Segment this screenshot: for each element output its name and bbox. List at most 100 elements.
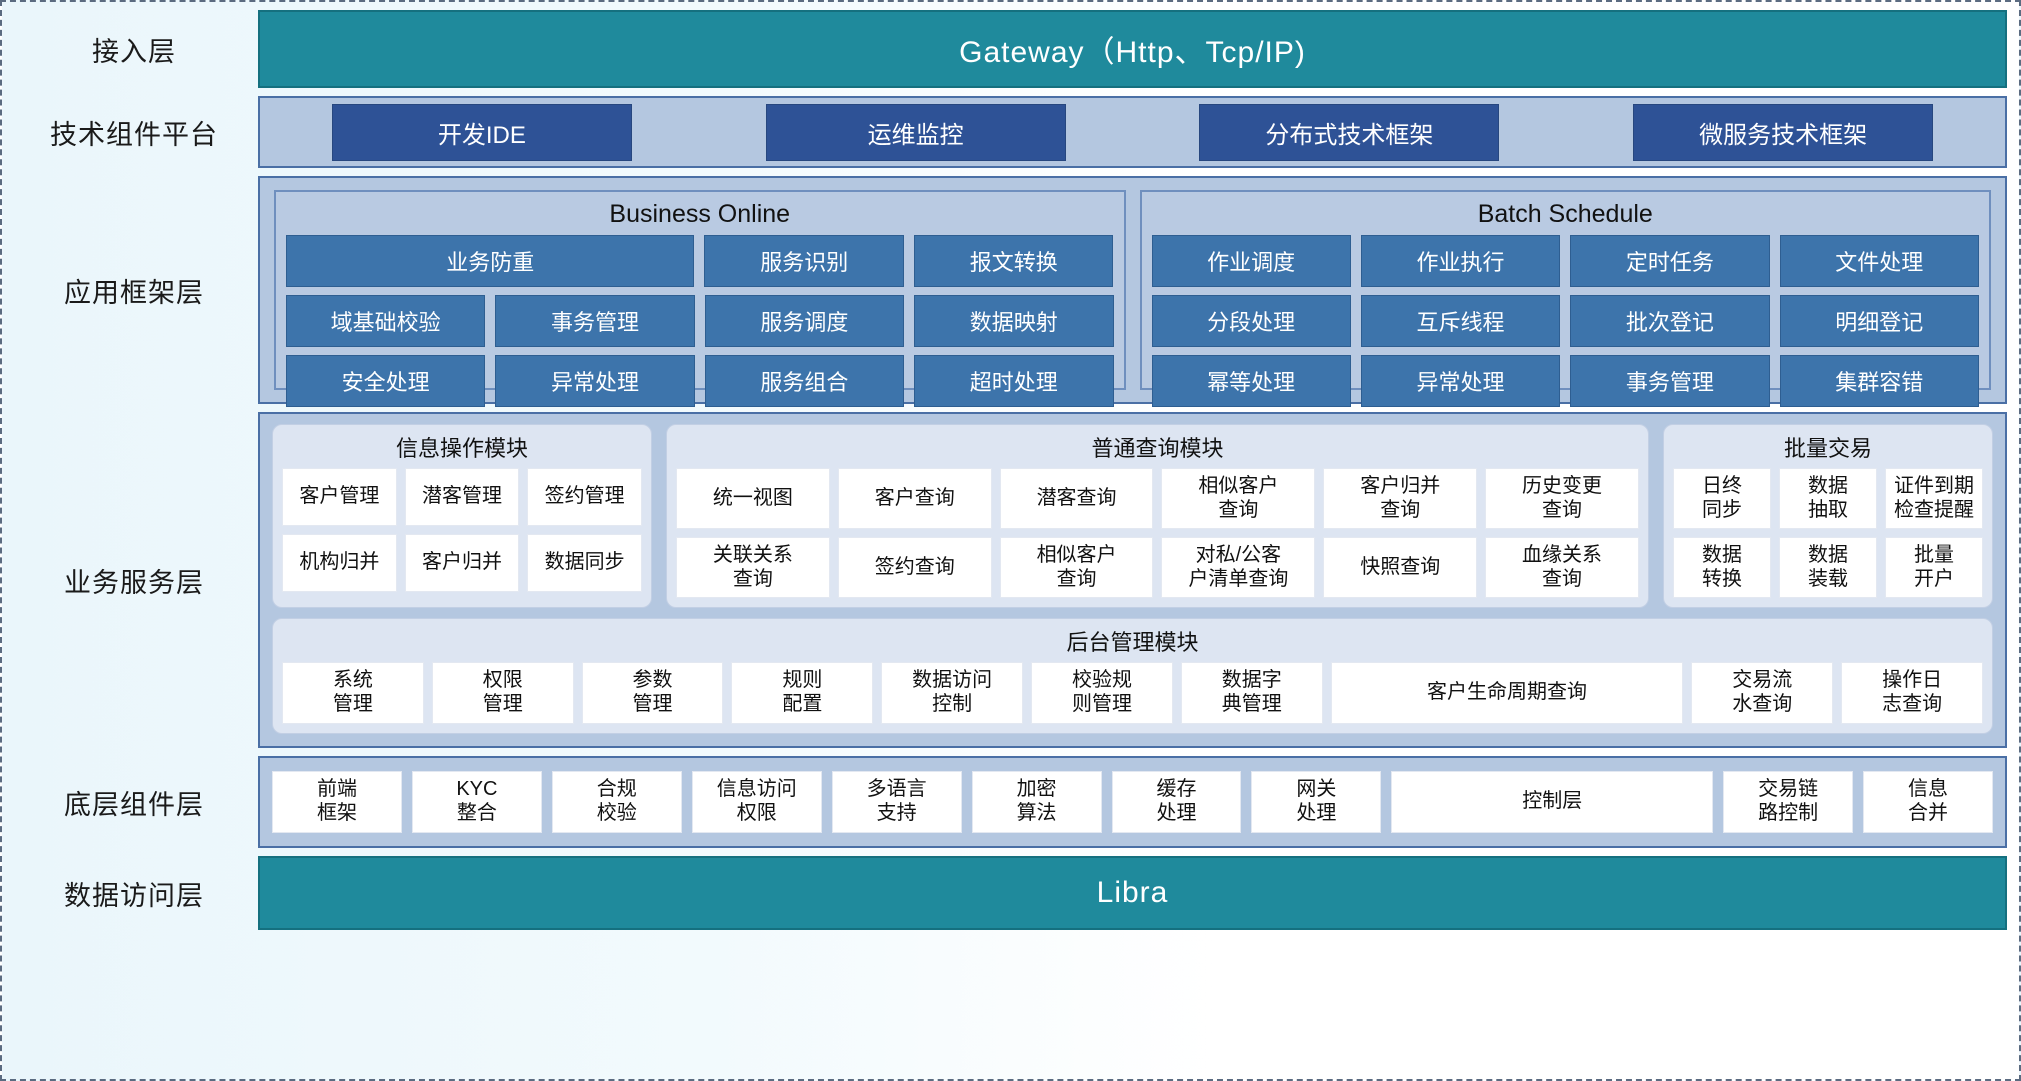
- base-component-item[interactable]: 网关处理: [1251, 771, 1382, 833]
- service-item[interactable]: 历史变更查询: [1485, 468, 1639, 530]
- app-cell[interactable]: 集群容错: [1779, 355, 1979, 407]
- app-cell[interactable]: 服务组合: [704, 355, 905, 407]
- app-cell[interactable]: 事务管理: [495, 295, 695, 347]
- module-batch-trade: 批量交易日终同步数据抽取证件到期检查提醒数据转换数据装载批量开户: [1663, 424, 1993, 609]
- tech-chip-2[interactable]: 分布式技术框架: [1199, 103, 1500, 161]
- service-item[interactable]: 数据抽取: [1779, 468, 1877, 530]
- service-item[interactable]: 数据同步: [527, 534, 643, 592]
- service-item[interactable]: 血缘关系查询: [1485, 537, 1639, 599]
- module-row: 日终同步数据抽取证件到期检查提醒: [1673, 468, 1983, 530]
- app-cell[interactable]: 报文转换: [913, 235, 1114, 287]
- app-cell[interactable]: 安全处理: [286, 355, 486, 407]
- app-cell[interactable]: 事务管理: [1570, 355, 1770, 407]
- app-cell[interactable]: 超时处理: [914, 355, 1114, 407]
- base-component-item[interactable]: 交易链路控制: [1723, 771, 1854, 833]
- service-item[interactable]: 相似客户查询: [1161, 468, 1316, 530]
- app-cell[interactable]: 分段处理: [1151, 295, 1351, 347]
- service-item[interactable]: 客户查询: [837, 468, 992, 530]
- tech-chip-3[interactable]: 微服务技术框架: [1633, 103, 1934, 161]
- module-row: 客户管理潜客管理签约管理: [282, 468, 643, 526]
- tech-chip-1[interactable]: 运维监控: [765, 103, 1066, 161]
- service-item[interactable]: 对私/公客户清单查询: [1161, 537, 1316, 599]
- service-item[interactable]: 客户归并查询: [1323, 468, 1478, 530]
- base-component-item[interactable]: 控制层: [1391, 771, 1714, 833]
- module-row: 机构归并客户归并数据同步: [282, 534, 643, 592]
- service-item[interactable]: 签约管理: [527, 468, 643, 526]
- module-batch-trade-title: 批量交易: [1783, 436, 1872, 461]
- service-item[interactable]: 签约查询: [837, 537, 992, 599]
- admin-item[interactable]: 权限管理: [431, 662, 574, 724]
- module-common-query-title: 普通查询模块: [1091, 436, 1224, 461]
- base-component-item[interactable]: 缓存处理: [1111, 771, 1242, 833]
- service-item[interactable]: 批量开户: [1885, 537, 1983, 599]
- base-component-item[interactable]: 加密算法: [971, 771, 1102, 833]
- app-cell[interactable]: 文件处理: [1779, 235, 1979, 287]
- base-component-item[interactable]: 合规校验: [551, 771, 682, 833]
- app-grid-row: 分段处理互斥线程批次登记明细登记: [1151, 295, 1979, 347]
- service-item[interactable]: 客户归并: [404, 534, 520, 592]
- service-item[interactable]: 数据转换: [1673, 537, 1771, 599]
- app-cell[interactable]: 作业调度: [1151, 235, 1351, 287]
- module-title-admin: 后台管理模块: [1066, 630, 1199, 656]
- app-cell[interactable]: 明细登记: [1779, 295, 1979, 347]
- admin-item[interactable]: 交易流水查询: [1691, 662, 1834, 724]
- tech-platform-panel: 开发IDE 运维监控 分布式技术框架 微服务技术框架: [258, 96, 2007, 168]
- app-cell[interactable]: 定时任务: [1570, 235, 1770, 287]
- tech-chip-0[interactable]: 开发IDE: [331, 103, 632, 161]
- admin-item[interactable]: 规则配置: [731, 662, 874, 724]
- admin-items-row: 系统管理权限管理参数管理规则配置数据访问控制校验规则管理数据字典管理客户生命周期…: [282, 662, 1984, 724]
- layer-data-access: 数据访问层 Libra: [10, 856, 2007, 930]
- app-cell[interactable]: 服务识别: [704, 235, 904, 287]
- service-item[interactable]: 机构归并: [282, 534, 397, 592]
- service-item[interactable]: 关联关系查询: [676, 537, 830, 599]
- app-group-title-0: Business Online: [609, 200, 791, 228]
- admin-item[interactable]: 数据访问控制: [881, 662, 1024, 724]
- base-component-item[interactable]: 信息合并: [1863, 771, 1994, 833]
- layer-business-service: 业务服务层 信息操作模块客户管理潜客管理签约管理机构归并客户归并数据同步普通查询…: [10, 412, 2007, 748]
- base-component-item[interactable]: 前端框架: [272, 771, 402, 833]
- module-row: 数据转换数据装载批量开户: [1673, 537, 1983, 599]
- service-item[interactable]: 快照查询: [1323, 537, 1478, 599]
- admin-item[interactable]: 数据字典管理: [1180, 662, 1323, 724]
- service-item[interactable]: 相似客户查询: [999, 537, 1154, 599]
- app-cell[interactable]: 互斥线程: [1360, 295, 1561, 347]
- app-cell[interactable]: 数据映射: [914, 295, 1114, 347]
- admin-item[interactable]: 系统管理: [282, 662, 424, 724]
- app-cell[interactable]: 域基础校验: [286, 295, 486, 347]
- admin-item[interactable]: 客户生命周期查询: [1330, 662, 1684, 724]
- app-cell[interactable]: 幂等处理: [1151, 355, 1351, 407]
- module-info-ops: 信息操作模块客户管理潜客管理签约管理机构归并客户归并数据同步: [272, 424, 652, 609]
- service-item[interactable]: 潜客管理: [404, 468, 520, 526]
- app-grid-row: 幂等处理异常处理事务管理集群容错: [1151, 355, 1979, 407]
- service-item[interactable]: 潜客查询: [999, 468, 1154, 530]
- app-cell[interactable]: 服务调度: [704, 295, 905, 347]
- app-cell[interactable]: 异常处理: [495, 355, 695, 407]
- admin-item[interactable]: 操作日志查询: [1841, 662, 1984, 724]
- app-grid-row: 安全处理异常处理服务组合超时处理: [286, 355, 1114, 407]
- base-component-item[interactable]: 信息访问权限: [691, 771, 822, 833]
- service-item[interactable]: 数据装载: [1779, 537, 1877, 599]
- admin-item[interactable]: 校验规则管理: [1031, 662, 1173, 724]
- admin-item[interactable]: 参数管理: [581, 662, 724, 724]
- layer-label-tech-platform: 技术组件平台: [50, 119, 218, 150]
- module-row: 关联关系查询签约查询相似客户查询对私/公客户清单查询快照查询血缘关系查询: [676, 537, 1639, 599]
- app-cell[interactable]: 批次登记: [1570, 295, 1770, 347]
- service-item[interactable]: 日终同步: [1673, 468, 1771, 530]
- business-service-panel: 信息操作模块客户管理潜客管理签约管理机构归并客户归并数据同步普通查询模块统一视图…: [258, 412, 2007, 748]
- base-component-item[interactable]: 多语言支持: [831, 771, 962, 833]
- service-item[interactable]: 证件到期检查提醒: [1885, 468, 1983, 530]
- app-cell[interactable]: 业务防重: [286, 235, 695, 287]
- app-cell[interactable]: 作业执行: [1360, 235, 1561, 287]
- service-item[interactable]: 统一视图: [676, 468, 830, 530]
- layer-label-base-components: 底层组件层: [64, 789, 204, 820]
- app-cell[interactable]: 异常处理: [1360, 355, 1561, 407]
- service-item[interactable]: 客户管理: [282, 468, 397, 526]
- service-modules-row: 信息操作模块客户管理潜客管理签约管理机构归并客户归并数据同步普通查询模块统一视图…: [272, 424, 1993, 609]
- layer-label-data-access: 数据访问层: [64, 880, 204, 911]
